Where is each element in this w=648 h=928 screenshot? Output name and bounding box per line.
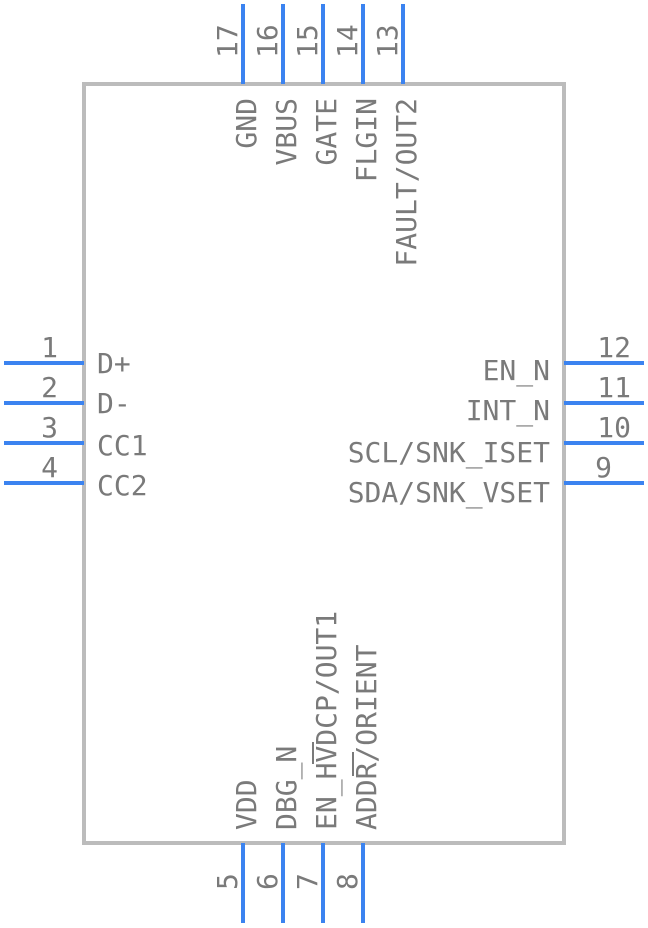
pin-3-name: CC1 <box>97 429 148 462</box>
pin-12-number: 12 <box>597 331 631 364</box>
pin-8-number: 8 <box>331 873 364 890</box>
pin-10-number: 10 <box>597 411 631 444</box>
pin-6-name: DBG_N <box>270 746 304 830</box>
pin-9-name: SDA/SNK_VSET <box>348 476 550 510</box>
pin-7-name: EN_HVDCP/OUT1 <box>310 611 344 830</box>
pin-1-number: 1 <box>41 331 58 364</box>
ic-body <box>82 82 566 845</box>
pin-17-name: GND <box>230 98 263 149</box>
pin-14-name: FLGIN <box>350 98 383 182</box>
pin-5-name: VDD <box>230 779 263 830</box>
pin-15-name: GATE <box>310 98 343 165</box>
pin-9-number: 9 <box>595 451 612 484</box>
pin-7-number: 7 <box>291 873 324 890</box>
pin-5-number: 5 <box>211 873 244 890</box>
pin-4-name: CC2 <box>97 469 148 502</box>
pin-11-number: 11 <box>597 371 631 404</box>
pin-16-number: 16 <box>251 24 284 58</box>
pin-6-number: 6 <box>251 873 284 890</box>
pin-11-name: INT_N <box>466 394 550 428</box>
pin-2-name: D- <box>97 387 131 420</box>
pin-13-name: FAULT/OUT2 <box>390 98 423 267</box>
pin-3-number: 3 <box>41 411 58 444</box>
pin-1-name: D+ <box>97 347 131 380</box>
pin-17-number: 17 <box>211 24 244 58</box>
pin-13-number: 13 <box>371 24 404 58</box>
pin-12-name: EN_N <box>483 354 550 388</box>
pin-8-name: ADDR/ORIENT <box>350 644 383 830</box>
pin-14-number: 14 <box>331 24 364 58</box>
pin-10-name: SCL/SNK_ISET <box>348 436 550 470</box>
pin-16-name: VBUS <box>270 98 303 165</box>
pin-4-number: 4 <box>41 451 58 484</box>
pin-2-number: 2 <box>41 371 58 404</box>
pin-15-number: 15 <box>291 24 324 58</box>
